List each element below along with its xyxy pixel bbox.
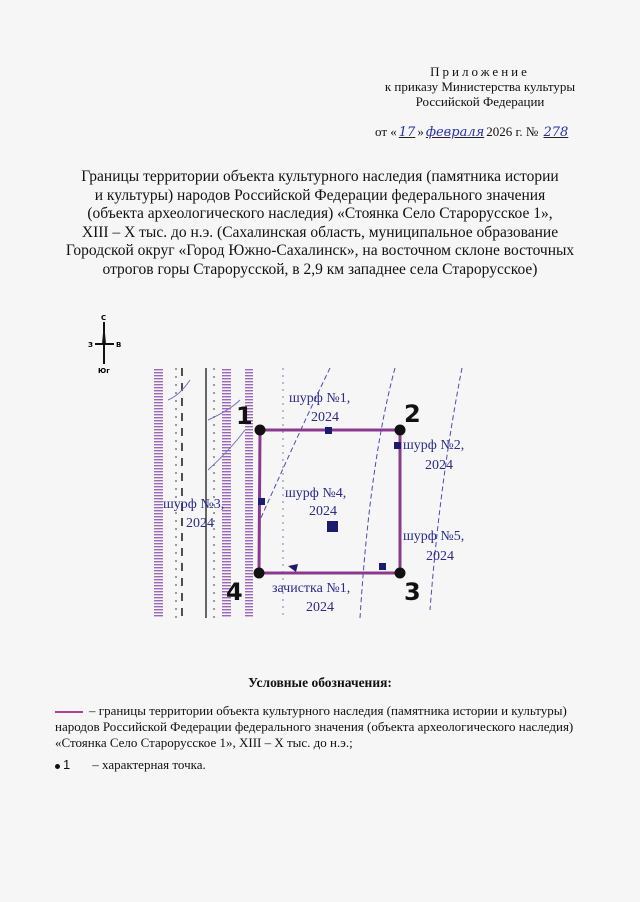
legend-boundary-item: – границы территории объекта культурного… — [55, 703, 595, 751]
pit-2-name: шурф №2, — [403, 438, 464, 453]
pit-1-year: 2024 — [311, 410, 339, 425]
title-line: (объекта археологического наследия) «Сто… — [87, 205, 553, 222]
point-1-marker[interactable] — [254, 424, 266, 436]
point-4-label: 4 — [226, 578, 243, 606]
date-month: февраля — [425, 125, 485, 140]
date-year: 2026 г. № — [486, 124, 539, 139]
title-line: отрогов горы Старорусской, в 2,9 км запа… — [102, 260, 538, 278]
legend-boundary-text: – границы территории объекта культурного… — [55, 703, 574, 750]
clearing-1-year: 2024 — [306, 600, 334, 615]
pit-5-name: шурф №5, — [403, 529, 464, 544]
pit-4-marker[interactable] — [327, 521, 338, 532]
boundary-line-icon — [55, 711, 83, 714]
appendix-order: к приказу Министерства культуры — [384, 79, 576, 94]
compass-east: В — [116, 341, 121, 349]
title-line: XIII – X тыс. до н.э. (Сахалинская облас… — [81, 223, 559, 241]
pit-3-marker[interactable] — [258, 498, 265, 505]
pit-markers — [258, 427, 401, 572]
characteristic-points: 1 2 3 4 — [226, 400, 421, 606]
point-2-marker[interactable] — [394, 424, 406, 436]
boundary-polygon[interactable] — [257, 428, 402, 575]
point-3-marker[interactable] — [394, 567, 406, 579]
pit-2-year: 2024 — [425, 458, 453, 473]
date-day: 17 — [398, 125, 416, 140]
pit-5-year: 2024 — [426, 549, 454, 564]
point-1-label: 1 — [236, 402, 253, 430]
appendix-block: Приложение к приказу Министерства культу… — [340, 64, 620, 109]
contour-lines — [259, 367, 463, 619]
document-title: Границы территории объекта культурного н… — [40, 168, 600, 279]
title-line: Границы территории объекта культурного н… — [81, 168, 559, 185]
compass-north: С — [101, 314, 106, 322]
legend-point-number: 1 — [63, 757, 71, 772]
pit-1-name: шурф №1, — [289, 391, 350, 406]
title-line: и культуры) народов Российской Федерации… — [94, 186, 546, 204]
pit-4-name: шурф №4, — [285, 486, 346, 501]
title-line: Городской округ «Город Южно-Сахалинск», … — [65, 242, 575, 259]
point-2-label: 2 — [404, 400, 421, 428]
pit-2-marker[interactable] — [394, 442, 401, 449]
legend-point-text: – характерная точка. — [92, 757, 206, 772]
appendix-federation: Российской Федерации — [415, 94, 545, 109]
clearing-1-marker[interactable] — [288, 564, 298, 572]
compass-south: Юг — [98, 367, 110, 375]
pit-3-name: шурф №3, — [163, 497, 224, 512]
appendix-word: Приложение — [430, 64, 530, 79]
feature-labels: шурф №1, 2024 шурф №2, 2024 шурф №3, 202… — [163, 391, 464, 615]
legend-title: Условные обозначения: — [248, 675, 392, 690]
pit-4-year: 2024 — [309, 504, 337, 519]
point-3-label: 3 — [404, 578, 421, 606]
compass-west: З — [88, 341, 93, 349]
terrain-strips — [154, 368, 284, 618]
legend-point-item: 1 – характерная точка. — [55, 757, 206, 773]
date-prefix: от « — [375, 124, 397, 139]
order-number: 278 — [543, 125, 569, 140]
clearing-1-name: зачистка №1, — [272, 581, 350, 596]
point-4-marker[interactable] — [253, 567, 265, 579]
compass-rose-icon: С З В Юг — [88, 314, 121, 375]
date-mid: » — [417, 124, 424, 139]
pit-5-marker[interactable] — [379, 563, 386, 570]
pit-1-marker[interactable] — [325, 427, 332, 434]
pit-3-year: 2024 — [186, 516, 214, 531]
point-dot-icon — [55, 763, 60, 769]
